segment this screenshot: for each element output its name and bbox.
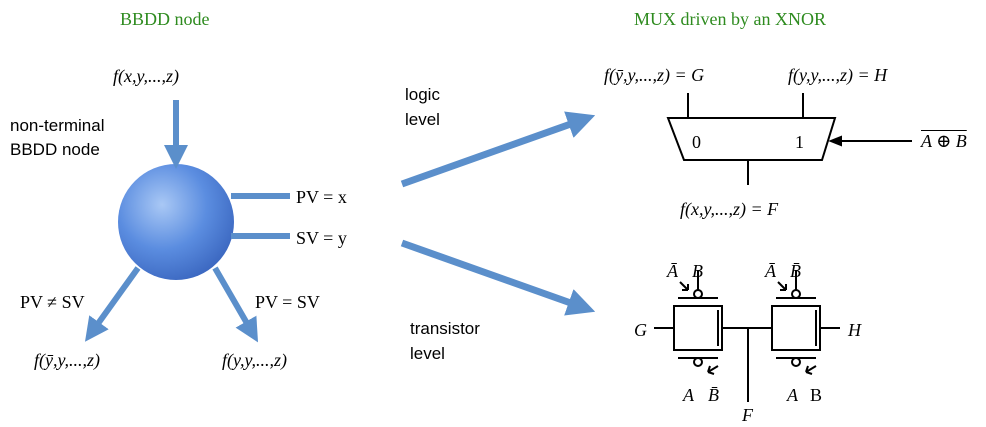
tg2-top-a: Ā [765, 261, 776, 281]
tg-output-f: F [742, 405, 753, 425]
bbdd-output-right: f(y,y,...,z) [222, 350, 287, 370]
bbdd-input-function: f(x,y,...,z) [113, 66, 179, 86]
mux-input0-label: 0 [692, 132, 701, 152]
tg1-top-a: Ā [667, 261, 678, 281]
tg-output-h: H [848, 320, 861, 340]
tg2-top-b: B̄ [790, 261, 801, 281]
mux-body [666, 117, 837, 161]
bbdd-caption-line2: BBDD node [10, 140, 100, 159]
transistor-level-arrow [400, 239, 596, 316]
transmission-gates [654, 270, 840, 402]
tg2-bot-a: A [787, 385, 798, 405]
bbdd-node-sphere [118, 164, 234, 280]
mux-input0-function: f(ȳ,y,...,z) = G [604, 65, 705, 85]
bbdd-output-left: f(ȳ,y,...,z) [34, 350, 100, 370]
pv-label: PV = x [296, 187, 347, 207]
transistor-label-line1: transistor [410, 319, 480, 338]
tg2-bot-b: B [810, 385, 823, 405]
sv-label: SV = y [296, 228, 347, 248]
eq-branch-label: PV = SV [255, 292, 320, 312]
mux-select-xnor: A ⊕ B [921, 131, 967, 151]
mux-input1-function: f(y,y,...,z) = H [788, 65, 888, 85]
mux-output-function: f(x,y,...,z) = F [680, 199, 779, 219]
mux-input1-label: 1 [795, 132, 804, 152]
neq-branch-arrow [84, 266, 141, 342]
header-bbdd-node: BBDD node [120, 9, 210, 29]
header-mux-xnor: MUX driven by an XNOR [634, 9, 826, 29]
neq-branch-label: PV ≠ SV [20, 292, 85, 312]
logic-label-line1: logic [405, 85, 440, 104]
bbdd-caption-line1: non-terminal [10, 116, 105, 135]
logic-label-line2: level [405, 110, 440, 129]
tg-input-g: G [634, 320, 647, 340]
tg1-bot-b: B̄ [708, 385, 719, 405]
tg1-top-b: B [692, 261, 703, 281]
eq-branch-arrow [212, 266, 259, 343]
transistor-label-line2: level [410, 344, 445, 363]
tg1-bot-a: A [683, 385, 694, 405]
logic-level-arrow [400, 111, 596, 188]
